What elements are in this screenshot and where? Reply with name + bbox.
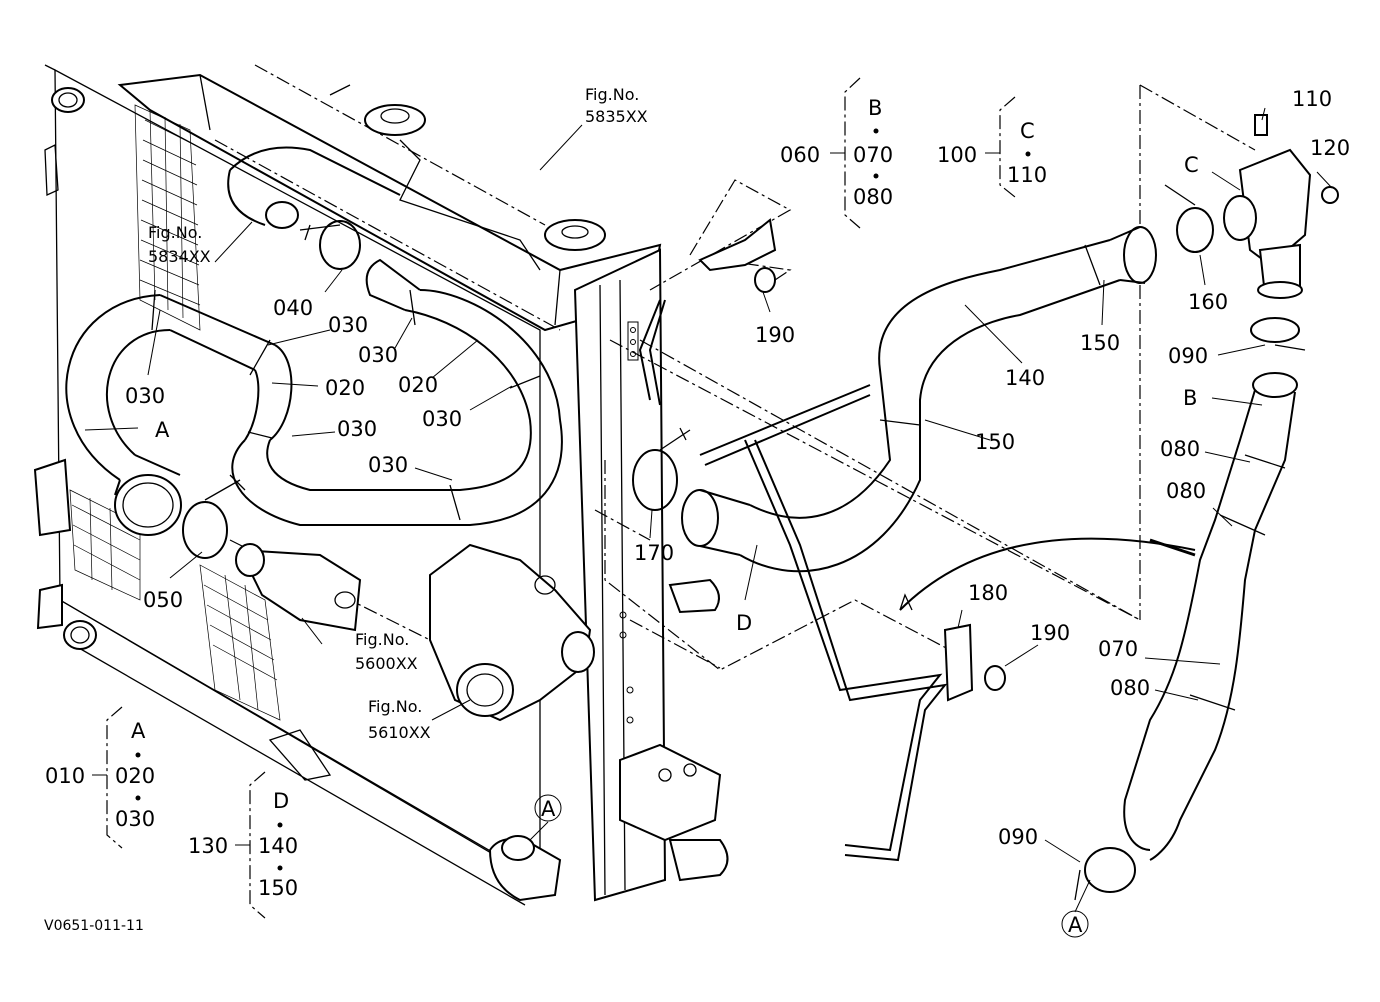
fig-ref-5835-fig: Fig.No. <box>585 85 639 104</box>
fig-ref-5835: Fig.No. 5835XX <box>585 85 648 126</box>
part-label-190: 190 <box>755 323 795 347</box>
fig-ref-5835-num: 5835XX <box>585 107 648 126</box>
kit-group-130: 130 D 140 150 <box>188 789 298 900</box>
bracket-upper <box>698 218 777 293</box>
part-label-030: 030 <box>368 453 408 477</box>
kit-group-part: 140 <box>258 834 298 858</box>
fig-ref-5834-fig: Fig.No. <box>148 223 202 242</box>
part-label-040: 040 <box>273 296 313 320</box>
part-label-080: 080 <box>1160 437 1200 461</box>
fig-ref-5600-fig: Fig.No. <box>355 630 409 649</box>
kit-group-part: 080 <box>853 185 893 209</box>
drawing-code: V0651-011-11 <box>44 918 144 934</box>
marker-b-hose: B <box>1183 386 1197 410</box>
part-label-160: 160 <box>1188 290 1228 314</box>
kit-group-letter: A <box>131 719 146 743</box>
kit-group-letter: D <box>273 789 289 813</box>
direction-arrow <box>899 537 1196 611</box>
marker-c-hose: C <box>1184 153 1199 177</box>
part-label-170: 170 <box>634 541 674 565</box>
fig-ref-5610-fig: Fig.No. <box>368 697 422 716</box>
reference-lines <box>214 64 1256 671</box>
kit-group-id: 060 <box>780 143 820 167</box>
part-label-030: 030 <box>358 343 398 367</box>
fig-ref-5834: Fig.No. 5834XX <box>148 223 211 266</box>
marker-d-hose: D <box>736 611 752 635</box>
part-label-150: 150 <box>1080 331 1120 355</box>
upper-pipe-5834 <box>227 146 401 270</box>
part-label-020: 020 <box>325 376 365 400</box>
kit-brackets <box>92 77 1016 919</box>
part-label-120: 120 <box>1310 136 1350 160</box>
part-label-080: 080 <box>1166 479 1206 503</box>
hose-d-140 <box>681 226 1157 573</box>
circle-marker-a-text: A <box>1068 913 1083 937</box>
part-label-180: 180 <box>968 581 1008 605</box>
hose-a <box>65 258 563 536</box>
fig-ref-5610: Fig.No. 5610XX <box>368 697 431 742</box>
part-label-030: 030 <box>422 407 462 431</box>
part-label-030: 030 <box>125 384 165 408</box>
part-label-030: 030 <box>337 417 377 441</box>
part-label-030: 030 <box>328 313 368 337</box>
leader-lines <box>84 107 1333 913</box>
part-label-070: 070 <box>1098 637 1138 661</box>
kit-group-010: 010 A 020 030 <box>45 719 155 831</box>
circle-marker-a-text: A <box>541 797 556 821</box>
fig-ref-5834-num: 5834XX <box>148 247 211 266</box>
circle-marker-a-left: A <box>534 794 562 822</box>
part-label-110: 110 <box>1292 87 1332 111</box>
right-assembly <box>1074 114 1339 901</box>
radiator-assembly <box>33 64 729 906</box>
overflow-pipe <box>632 299 1006 862</box>
part-label-090: 090 <box>1168 344 1208 368</box>
part-label-140: 140 <box>1005 366 1045 390</box>
part-label-050: 050 <box>143 588 183 612</box>
kit-group-id: 010 <box>45 764 85 788</box>
kit-group-letter: B <box>868 96 882 120</box>
kit-group-id: 100 <box>937 143 977 167</box>
lower-parts <box>182 474 595 722</box>
kit-group-part: 070 <box>853 143 893 167</box>
fig-ref-5600: Fig.No. 5600XX <box>355 630 418 673</box>
part-label-080: 080 <box>1110 676 1150 700</box>
fig-ref-5600-num: 5600XX <box>355 654 418 673</box>
part-label-020: 020 <box>398 373 438 397</box>
kit-group-060: 060 B 070 080 <box>780 96 893 209</box>
kit-group-part: 030 <box>115 807 155 831</box>
kit-group-id: 130 <box>188 834 228 858</box>
kit-group-part: 020 <box>115 764 155 788</box>
circle-marker-a-right: A <box>1061 910 1089 938</box>
kit-group-part: 150 <box>258 876 298 900</box>
part-label-190: 190 <box>1030 621 1070 645</box>
kit-group-letter: C <box>1020 119 1035 143</box>
fig-ref-5610-num: 5610XX <box>368 723 431 742</box>
part-label-150: 150 <box>975 430 1015 454</box>
part-label-090: 090 <box>998 825 1038 849</box>
kit-group-part: 110 <box>1007 163 1047 187</box>
kit-group-100: 100 C 110 <box>937 119 1047 187</box>
marker-a-hose: A <box>155 418 170 442</box>
